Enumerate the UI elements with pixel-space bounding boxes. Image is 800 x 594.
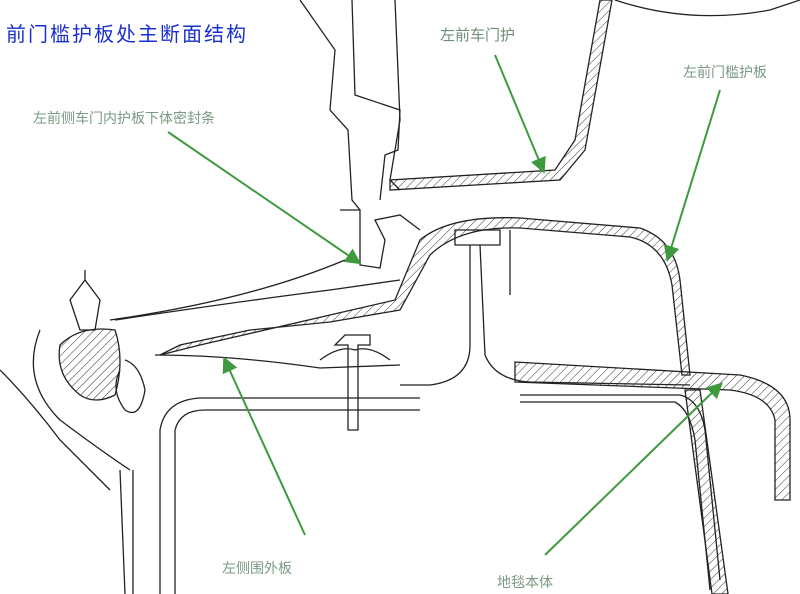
carpet-part	[514, 361, 791, 501]
door-outer-line	[614, 0, 800, 17]
label-side-panel: 左侧围外板	[222, 561, 292, 577]
arrow-carpet	[544, 382, 723, 556]
clip	[333, 334, 371, 431]
panel-line	[154, 354, 401, 369]
seal-bracket	[340, 209, 421, 269]
label-sill-trim: 左前门槛护板	[683, 65, 767, 81]
outer-curve	[32, 329, 131, 471]
seal-left	[58, 328, 121, 401]
clip-wings	[319, 348, 391, 361]
pillar-lines	[119, 469, 134, 594]
door-inner-panel	[299, 0, 361, 211]
sill-flange	[400, 245, 471, 386]
arrow-sill-trim	[663, 89, 721, 262]
arrow-door-trim	[494, 54, 546, 174]
door-inner-line	[351, 0, 401, 201]
sill-trim-part	[159, 217, 691, 376]
door-trim-part	[389, 0, 613, 191]
seal-loop	[115, 359, 146, 414]
diagram-title: 前门槛护板处主断面结构	[6, 22, 248, 46]
arrow-side-panel	[222, 356, 306, 536]
label-door-trim: 左前车门护	[440, 26, 516, 44]
sill-cap	[454, 229, 501, 246]
side-outer-panel	[159, 397, 420, 594]
door-line	[109, 259, 346, 321]
door-bottom-line	[114, 279, 401, 321]
label-carpet: 地毯本体	[497, 575, 553, 591]
floor-line	[520, 401, 711, 591]
door-inner-line	[389, 0, 401, 191]
seal-clip	[69, 278, 101, 331]
outer-curve	[0, 369, 111, 491]
label-seal: 左前侧车门内护板下体密封条	[33, 111, 215, 127]
sill-flange	[479, 244, 691, 386]
arrow-seal	[167, 131, 362, 265]
side-outer-panel-inner	[174, 409, 420, 594]
floor-panel	[684, 389, 729, 594]
